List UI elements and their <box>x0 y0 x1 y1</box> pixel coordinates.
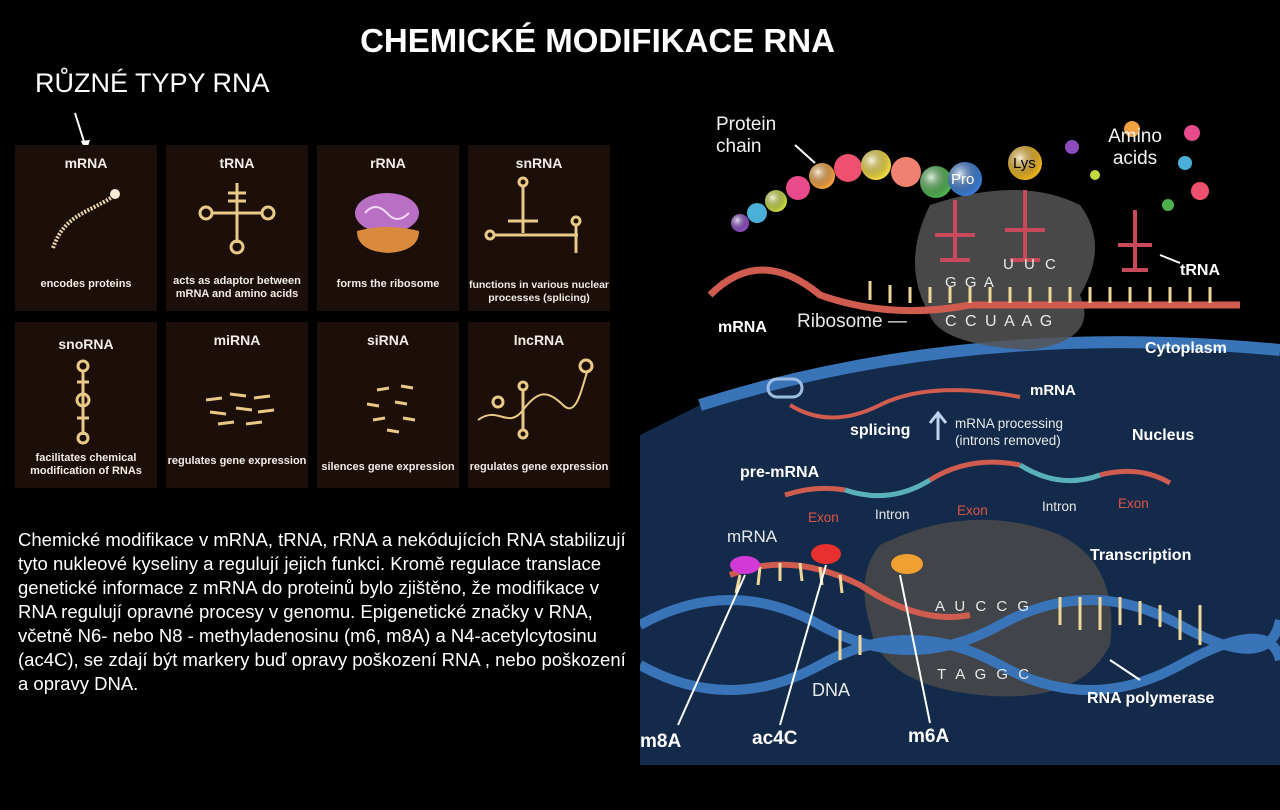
label-ribosome: Ribosome — <box>797 311 907 332</box>
processing-arrow <box>928 410 948 440</box>
m8a-marker <box>730 556 760 574</box>
label-trna: tRNA <box>1180 262 1220 279</box>
label-transcription: Transcription <box>1090 547 1192 564</box>
label-m8a: m8A <box>640 731 682 752</box>
exported-mrna <box>788 388 1021 420</box>
mirna-fragments-icon <box>205 392 275 426</box>
card-desc: regulates gene expression <box>469 461 609 473</box>
card-snorna: snoRNA facilitates chemical modification… <box>15 322 157 488</box>
card-snrna: snRNA functions in various nuclear proce… <box>468 145 610 311</box>
ac4c-marker <box>811 544 841 564</box>
label-mrna-nucleus: mRNA <box>1030 382 1076 399</box>
nuclear-pore <box>766 377 804 399</box>
m6a-marker <box>891 554 923 574</box>
label-m6a: m6A <box>908 726 950 747</box>
label-pro: Pro <box>951 171 975 188</box>
card-sirna: siRNA silences gene expression <box>317 322 459 488</box>
label-intron-1: Intron <box>875 507 910 522</box>
label-codon-gga: G G A <box>945 274 996 291</box>
label-nucleus: Nucleus <box>1132 427 1195 444</box>
trna-cloverleaf-icon <box>198 183 276 255</box>
sirna-fragments-icon <box>366 384 416 434</box>
label-ac4c: ac4C <box>752 728 798 749</box>
card-desc: facilitates chemical modification of RNA… <box>30 452 142 477</box>
card-name: snoRNA <box>58 336 114 352</box>
rna-process-diagram <box>640 121 1280 765</box>
rna-types-heading: RŮZNÉ TYPY RNA <box>35 68 270 98</box>
label-splicing: splicing <box>850 422 911 439</box>
protein-chain-beads <box>731 146 1042 232</box>
card-trna: tRNA acts as adaptor between mRNA and am… <box>166 145 308 311</box>
label-exon-2: Exon <box>957 503 988 518</box>
description-paragraph: Chemické modifikace v mRNA, tRNA, rRNA a… <box>18 529 626 694</box>
card-name: snRNA <box>515 155 563 171</box>
snrna-structure-icon <box>484 176 582 253</box>
label-exon-1: Exon <box>808 510 839 525</box>
card-name: siRNA <box>366 332 409 348</box>
card-desc: silences gene expression <box>321 461 455 473</box>
label-pre-mrna: pre-mRNA <box>740 464 820 481</box>
card-name: rRNA <box>370 155 406 171</box>
free-amino-acids <box>1065 121 1209 211</box>
label-dna: DNA <box>812 680 851 700</box>
dna-base-pairs <box>838 597 1202 660</box>
card-lncrna: lncRNA regulates gene expression <box>468 322 610 488</box>
label-aucc: A U C C G <box>935 598 1033 615</box>
card-name: lncRNA <box>513 332 565 348</box>
label-rna-polymerase: RNA polymerase <box>1087 690 1215 707</box>
transcribed-mrna <box>728 561 971 620</box>
card-mrna: mRNA encodes proteins <box>15 145 157 311</box>
snorna-hairpin-icon <box>75 359 91 445</box>
card-desc: regulates gene expression <box>167 455 307 467</box>
card-desc: encodes proteins <box>40 278 132 290</box>
lncrna-strand-icon <box>477 358 594 440</box>
label-mrna-top: mRNA <box>718 319 767 336</box>
mrna-bases-top <box>868 281 1212 303</box>
mrna-strand-icon <box>51 189 120 249</box>
label-exon-3: Exon <box>1118 496 1149 511</box>
label-intron-2: Intron <box>1042 499 1077 514</box>
label-mrna-bottom: mRNA <box>727 527 778 546</box>
card-mirna: miRNA regulates gene expression <box>166 322 308 488</box>
label-lys: Lys <box>1013 155 1036 172</box>
card-name: miRNA <box>213 332 261 348</box>
label-anticodon: U U C <box>1003 256 1059 273</box>
mrna-strand-top <box>707 266 1240 315</box>
trna-shapes <box>935 190 1152 272</box>
dna-strand-1 <box>640 595 1280 655</box>
label-cytoplasm: Cytoplasm <box>1145 340 1227 357</box>
card-name: tRNA <box>219 155 255 171</box>
polymerase-leader <box>1109 659 1141 681</box>
label-protein-chain: Protein chain <box>716 114 777 157</box>
protein-chain-leader <box>794 144 816 164</box>
label-taggc: T A G G C <box>937 666 1033 683</box>
card-rrna: rRNA forms the ribosome <box>317 145 459 311</box>
card-desc: forms the ribosome <box>336 278 440 290</box>
nuclear-membrane <box>698 336 1280 411</box>
ribosome-icon <box>355 193 419 253</box>
card-desc: functions in various nuclear processes (… <box>468 279 610 304</box>
label-mrna-processing: mRNA processing (introns removed) <box>955 416 1064 448</box>
dna-strand-2 <box>640 633 1280 695</box>
label-amino-acids: Amino acids <box>1108 126 1162 169</box>
rna-types-grid: mRNA encodes proteins tRNA acts as adapt… <box>15 145 610 489</box>
card-name: mRNA <box>64 155 108 171</box>
marker-pointers <box>677 564 931 726</box>
page-title: CHEMICKÉ MODIFIKACE RNA <box>360 22 835 59</box>
label-codon-ccuaag: C C U A A G <box>945 313 1055 330</box>
card-desc: acts as adaptor between mRNA and amino a… <box>173 275 301 300</box>
